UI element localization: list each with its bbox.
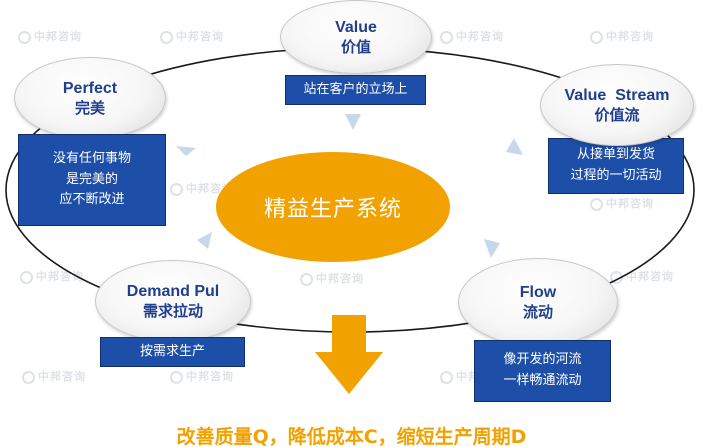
watermark-logo-icon	[590, 197, 603, 211]
note-line: 按需求生产	[139, 343, 205, 359]
watermark-logo-icon	[22, 370, 35, 384]
inward-arrow	[506, 138, 523, 155]
node-zh-label: 价值流	[594, 105, 640, 124]
result-goal-text: 改善质量Q，降低成本C，缩短生产周期D	[176, 426, 527, 447]
note-value: 站在客户的立场上	[285, 75, 426, 105]
note-line: 是完美的	[65, 171, 118, 187]
note-line: 没有任何事物	[52, 150, 131, 166]
node-perfect: Perfect 完美	[14, 57, 166, 139]
node-demand-pull: Demand Pul 需求拉动	[95, 260, 251, 342]
node-en-label: Flow	[519, 283, 557, 301]
center-lean-system: 精益生产系统	[216, 152, 450, 262]
watermark-logo-icon	[300, 272, 313, 286]
result-down-arrow	[315, 315, 383, 394]
note-flow: 像开发的河流 一样畅通流动	[474, 340, 611, 402]
node-en-label: Demand Pul	[126, 282, 220, 300]
note-line: 像开发的河流	[503, 352, 582, 368]
watermark: 中邦咨询	[18, 28, 82, 44]
watermark: 中邦咨询	[170, 368, 234, 384]
note-value-stream: 从接单到发货 过程的一切活动	[548, 138, 684, 194]
watermark-logo-icon	[160, 30, 173, 44]
note-line: 一样畅通流动	[503, 373, 582, 388]
inward-arrow	[345, 114, 361, 130]
node-zh-label: 价值	[340, 37, 371, 56]
node-zh-label: 完美	[74, 98, 105, 117]
watermark: 中邦咨询	[22, 368, 86, 384]
watermark: 中邦咨询	[160, 28, 224, 44]
watermark-logo-icon	[440, 370, 453, 384]
watermark-logo-icon	[590, 30, 603, 44]
watermark: 中邦咨询	[440, 28, 504, 44]
note-line: 站在客户的立场上	[303, 81, 408, 97]
note-line: 过程的一切活动	[570, 168, 662, 183]
note-perfect: 没有任何事物 是完美的 应不断改进	[18, 134, 166, 226]
inward-arrow	[484, 239, 500, 258]
watermark-logo-icon	[18, 30, 31, 44]
note-line: 应不断改进	[59, 192, 125, 208]
watermark-logo-icon	[170, 182, 183, 196]
watermark-logo-icon	[170, 370, 183, 384]
note-line: 从接单到发货	[576, 147, 655, 163]
inward-arrow	[176, 146, 196, 156]
node-en-label: Perfect	[62, 79, 118, 97]
node-flow: Flow 流动	[458, 258, 618, 346]
node-en-label: Value	[335, 18, 377, 36]
watermark-logo-icon	[440, 30, 453, 44]
node-value-stream: Value Stream 价值流	[540, 64, 694, 146]
watermark: 中邦咨询	[590, 195, 654, 211]
watermark: 中邦咨询	[300, 270, 364, 286]
node-en-label: Value Stream	[564, 86, 670, 104]
watermark-logo-icon	[20, 270, 33, 284]
node-zh-label: 需求拉动	[142, 301, 203, 320]
inward-arrow	[197, 232, 212, 249]
note-demand-pull: 按需求生产	[100, 337, 245, 367]
node-value: Value 价值	[280, 0, 432, 74]
node-zh-label: 流动	[522, 302, 553, 321]
watermark: 中邦咨询	[590, 28, 654, 44]
